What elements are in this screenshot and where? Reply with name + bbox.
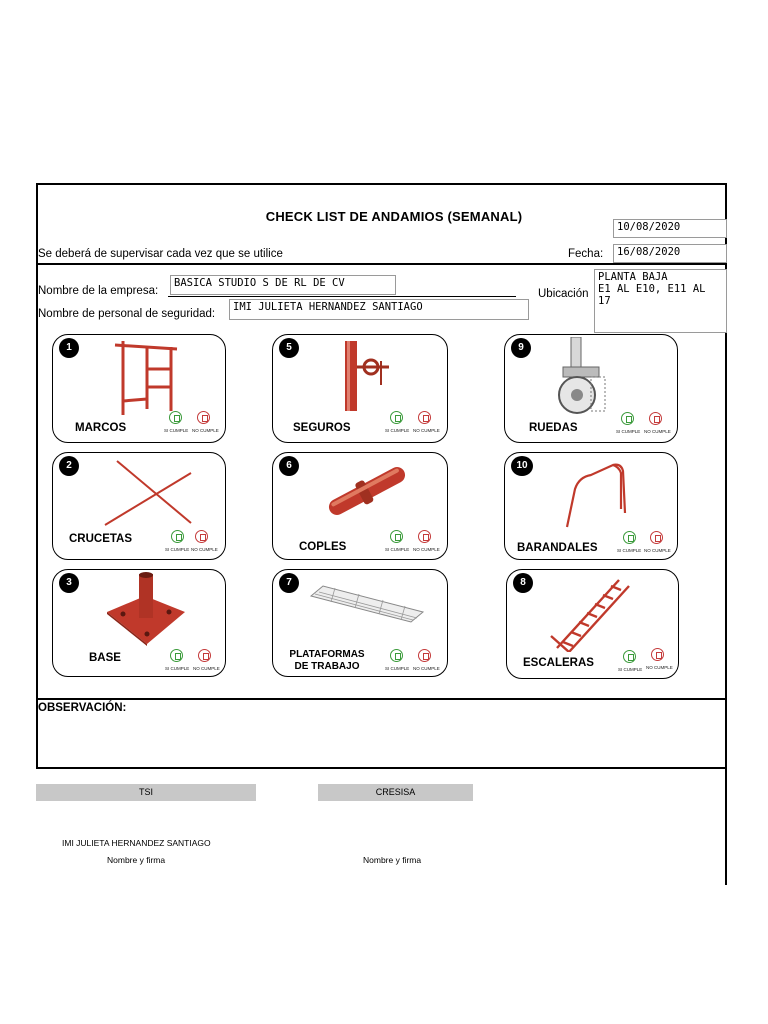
no-cumple-label: NO CUMPLE [413,666,440,671]
item-card-coples: 6 COPLES SI CUMPLE NO CUMPLE [272,452,448,560]
si-cumple-check[interactable] [390,411,403,424]
barandales-image [565,463,627,528]
instruction-text: Se deberá de supervisar cada vez que se … [38,248,283,260]
item-number: 1 [59,338,79,358]
crucetas-image [104,460,192,526]
tsi-signer-name: IMI JULIETA HERNANDEZ SANTIAGO [62,838,211,848]
ubicacion-line-1: PLANTA BAJA [598,271,668,283]
si-cumple-label: SI CUMPLE [385,547,410,552]
item-card-escaleras: 8 ESCALERAS SI CUMPLE NO CUMPLE [506,569,679,679]
cresisa-signature-caption: Nombre y firma [363,855,422,865]
si-cumple-check[interactable] [621,412,634,425]
no-cumple-check[interactable] [197,411,210,424]
item-label: BASE [89,652,121,664]
cresisa-bar: CRESISA [318,784,473,801]
base-image [107,572,185,646]
item-number: 8 [513,573,533,593]
item-number: 9 [511,338,531,358]
personal-field[interactable]: IMI JULIETA HERNANDEZ SANTIAGO [229,299,529,320]
plataformas-image [309,585,425,623]
no-cumple-label: NO CUMPLE [644,429,671,434]
si-cumple-check[interactable] [390,649,403,662]
form-frame-right [725,183,727,885]
empresa-field[interactable]: BASICA STUDIO S DE RL DE CV [170,275,396,295]
no-cumple-check[interactable] [418,530,431,543]
divider-signatures [36,767,727,769]
item-number: 6 [279,456,299,476]
item-card-barandales: 10 BARANDALES SI CUMPLE NO CUMPLE [504,452,678,560]
divider-header [36,263,727,265]
si-cumple-label: SI CUMPLE [617,548,642,553]
no-cumple-check[interactable] [650,531,663,544]
no-cumple-label: NO CUMPLE [413,547,440,552]
si-cumple-check[interactable] [623,531,636,544]
form-frame-left [36,183,38,768]
si-cumple-label: SI CUMPLE [165,666,190,671]
item-label: ESCALERAS [523,657,594,669]
fecha-label: Fecha: [568,248,604,260]
form-frame-top [36,183,727,185]
item-number: 3 [59,573,79,593]
no-cumple-check[interactable] [198,649,211,662]
no-cumple-check[interactable] [418,649,431,662]
item-number: 7 [279,573,299,593]
observacion-field[interactable] [40,716,724,764]
item-label: RUEDAS [529,422,578,434]
no-cumple-label: NO CUMPLE [644,548,671,553]
empresa-label: Nombre de la empresa: [38,285,159,297]
escaleras-image [550,579,630,652]
item-label: SEGUROS [293,422,351,434]
item-number: 10 [511,456,533,476]
no-cumple-check[interactable] [195,530,208,543]
seguros-image [345,341,389,411]
item-card-ruedas: 9 RUEDAS SI CUMPLE NO CUMPLE [504,334,678,443]
no-cumple-label: NO CUMPLE [646,665,673,670]
item-label: PLATAFORMAS DE TRABAJO [289,649,365,672]
si-cumple-label: SI CUMPLE [165,547,190,552]
item-number: 5 [279,338,299,358]
item-label: MARCOS [75,422,127,434]
ruedas-image [558,337,606,414]
personal-label: Nombre de personal de seguridad: [38,308,216,320]
no-cumple-label: NO CUMPLE [192,428,219,433]
no-cumple-check[interactable] [651,648,664,661]
date-field-1[interactable]: 10/08/2020 [613,219,727,238]
item-card-base: 3 BASE SI CUMPLE NO CUMPLE [52,569,226,677]
si-cumple-check[interactable] [169,411,182,424]
item-card-plataformas: 7 PLATAFORMAS DE TRABAJO SI CUMPLE NO CU… [272,569,448,677]
empresa-underline [168,296,516,297]
item-number: 2 [59,456,79,476]
item-card-seguros: 5 SEGUROS SI CUMPLE NO CUMPLE [272,334,448,443]
page-title: CHECK LIST DE ANDAMIOS (SEMANAL) [265,209,523,224]
coples-image [328,467,406,515]
no-cumple-label: NO CUMPLE [193,666,220,671]
si-cumple-label: SI CUMPLE [618,667,643,672]
si-cumple-label: SI CUMPLE [385,666,410,671]
si-cumple-label: SI CUMPLE [385,428,410,433]
ubicacion-field[interactable]: PLANTA BAJA E1 AL E10, E11 AL 17 [594,269,727,333]
si-cumple-label: SI CUMPLE [616,429,641,434]
item-label: CRUCETAS [69,533,133,545]
no-cumple-check[interactable] [649,412,662,425]
tsi-signature-caption: Nombre y firma [107,855,166,865]
ubicacion-line-2: E1 AL E10, E11 AL 17 [598,283,706,307]
marcos-image [114,341,178,415]
si-cumple-check[interactable] [390,530,403,543]
si-cumple-label: SI CUMPLE [164,428,189,433]
date-field-2[interactable]: 16/08/2020 [613,244,727,263]
no-cumple-check[interactable] [418,411,431,424]
no-cumple-label: NO CUMPLE [191,547,218,552]
si-cumple-check[interactable] [623,650,636,663]
item-label: BARANDALES [517,542,598,554]
si-cumple-check[interactable] [171,530,184,543]
divider-observacion [36,698,727,700]
item-card-crucetas: 2 CRUCETAS SI CUMPLE NO CUMPLE [52,452,226,560]
no-cumple-label: NO CUMPLE [413,428,440,433]
ubicacion-label: Ubicación [538,288,589,300]
tsi-bar: TSI [36,784,256,801]
observacion-label: OBSERVACIÓN: [38,702,127,714]
item-label: COPLES [299,541,347,553]
item-card-marcos: 1 MARCOS SI CUMPLE NO CUMPLE [52,334,226,443]
si-cumple-check[interactable] [170,649,183,662]
